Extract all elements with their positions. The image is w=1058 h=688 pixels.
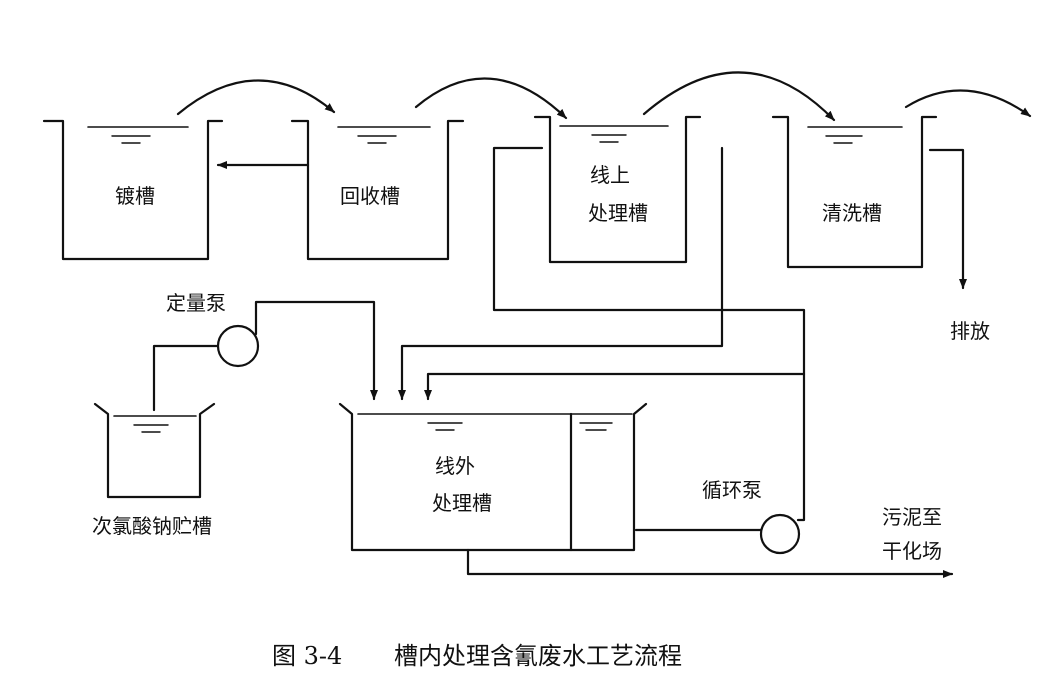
sludge-label-2: 干化场 bbox=[882, 539, 942, 563]
hypochlorite-tank-label: 次氯酸钠贮槽 bbox=[92, 514, 212, 538]
discharge-label: 排放 bbox=[950, 319, 990, 343]
recovery-tank-label: 回收槽 bbox=[340, 184, 400, 208]
figure-number: 图 3-4 bbox=[272, 642, 342, 670]
transfer-arc-1 bbox=[176, 79, 336, 116]
hypochlorite-tank bbox=[93, 402, 216, 499]
metering-pump-label: 定量泵 bbox=[166, 291, 226, 315]
rinse-tank-label: 清洗槽 bbox=[822, 201, 882, 225]
plating-tank-label: 镀槽 bbox=[115, 184, 155, 208]
discharge-line bbox=[928, 148, 967, 290]
rinse-tank bbox=[771, 115, 938, 269]
transfer-arc-4 bbox=[904, 89, 1032, 118]
hypochlorite-feed-line bbox=[152, 344, 220, 412]
circulation-pump-label: 循环泵 bbox=[702, 478, 762, 502]
plating-tank bbox=[42, 119, 224, 261]
online-treatment-tank bbox=[533, 115, 702, 264]
online-return-line bbox=[398, 146, 724, 401]
sludge-label-1: 污泥至 bbox=[882, 505, 942, 529]
transfer-arc-2 bbox=[414, 77, 568, 120]
metering-pump-symbol bbox=[216, 324, 260, 368]
online-tank-label-2: 处理槽 bbox=[588, 201, 648, 225]
metering-pump-discharge bbox=[254, 300, 378, 401]
offline-tank-label-2: 处理槽 bbox=[432, 491, 492, 515]
circulation-pump-symbol bbox=[759, 513, 801, 555]
figure-title: 槽内处理含氰废水工艺流程 bbox=[394, 642, 682, 670]
offline-treatment-tank bbox=[338, 402, 648, 552]
transfer-arc-3 bbox=[642, 71, 836, 122]
recovery-tank bbox=[290, 119, 465, 261]
online-outlet-line bbox=[492, 146, 806, 522]
offline-tank-label-1: 线外 bbox=[435, 454, 475, 478]
circulation-return-line bbox=[424, 372, 806, 401]
sludge-line bbox=[466, 548, 954, 578]
online-tank-label-1: 线上 bbox=[590, 163, 630, 187]
